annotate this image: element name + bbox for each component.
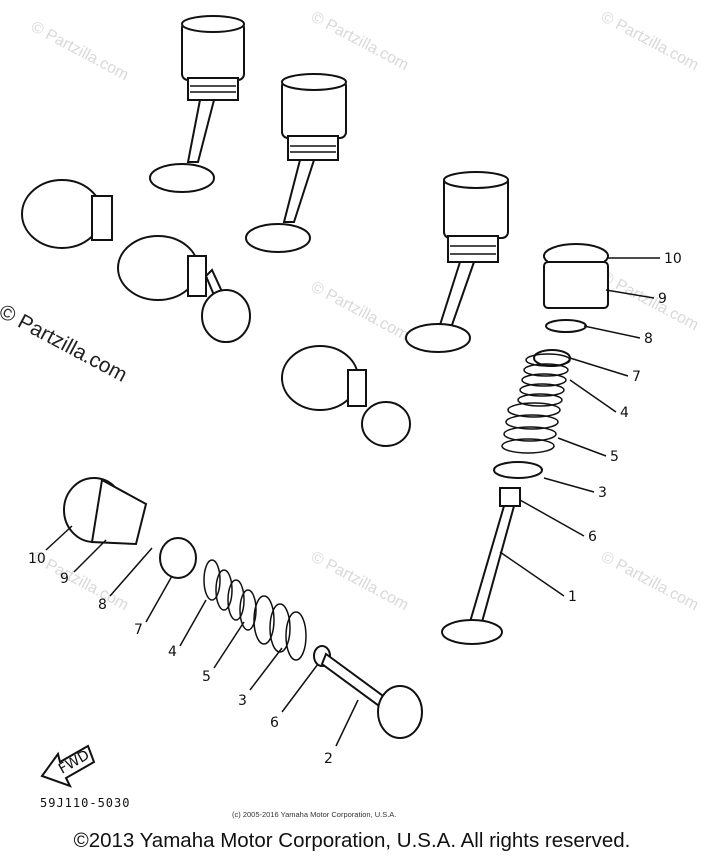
valve-assembly-top — [149, 15, 245, 193]
callout-3-right: 3 — [598, 485, 607, 501]
footer-copyright: ©2013 Yamaha Motor Corporation, U.S.A. A… — [73, 829, 631, 852]
callout-8-left: 8 — [98, 597, 107, 613]
spring-left — [203, 559, 307, 661]
callout-4-right: 4 — [620, 405, 629, 421]
callouts-left: 10 9 8 7 4 5 3 6 2 — [28, 525, 359, 767]
valve-assembly-center-horizontal — [281, 345, 411, 447]
callout-10-left: 10 — [28, 551, 46, 567]
callout-7-left: 7 — [134, 622, 143, 638]
spring-outer — [501, 402, 561, 454]
callout-4-left: 4 — [168, 644, 177, 660]
callout-6-right: 6 — [588, 529, 597, 545]
callout-5-left: 5 — [202, 669, 211, 685]
svg-text:© Partzilla.com: © Partzilla.com — [598, 269, 701, 335]
callouts-right: 10 9 8 7 4 5 3 6 1 — [499, 251, 682, 605]
callout-3-left: 3 — [238, 693, 247, 709]
callout-7-right: 7 — [632, 369, 641, 385]
callout-2-left: 2 — [324, 751, 333, 767]
callout-6-left: 6 — [270, 715, 279, 731]
callout-9-left: 9 — [60, 571, 69, 587]
svg-text:© Partzilla.com: © Partzilla.com — [308, 549, 411, 615]
callout-1-right: 1 — [568, 589, 577, 605]
callout-9-right: 9 — [658, 291, 667, 307]
spring-inner — [517, 353, 571, 407]
fwd-arrow-icon: FWD — [40, 744, 96, 788]
diagram-small-copyright: (c) 2005-2016 Yamaha Motor Corporation, … — [232, 810, 397, 819]
valve-assembly-right-top — [405, 171, 509, 353]
svg-text:© Partzilla.com: © Partzilla.com — [308, 279, 411, 345]
valve-assembly-left-horizontal — [21, 179, 251, 343]
callout-5-right: 5 — [610, 449, 619, 465]
svg-text:© Partzilla.com: © Partzilla.com — [598, 549, 701, 615]
svg-text:© Partzilla.com: © Partzilla.com — [308, 9, 411, 75]
valve-stack-left — [63, 477, 423, 739]
valve-assembly-center-top — [245, 73, 347, 253]
valve-stack-right — [441, 243, 609, 645]
svg-text:© Partzilla.com: © Partzilla.com — [28, 19, 131, 85]
diagram-part-number: 59J110-5030 — [40, 796, 131, 810]
callout-8-right: 8 — [644, 331, 653, 347]
svg-text:© Partzilla.com: © Partzilla.com — [598, 9, 701, 75]
callout-10-right: 10 — [664, 251, 682, 267]
